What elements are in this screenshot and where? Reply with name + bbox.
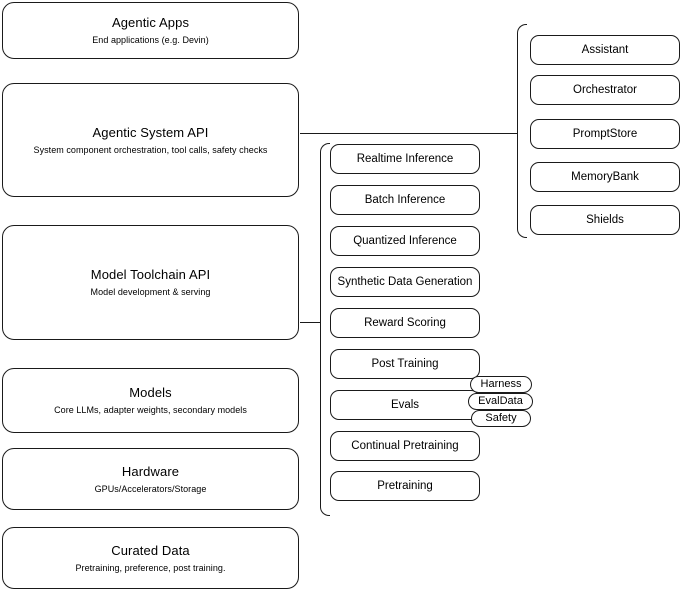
connector-system-api-to-components <box>300 133 518 134</box>
layer-box-agentic-system-api[interactable]: Agentic System API System component orch… <box>2 83 299 197</box>
connector-toolchain-api-to-components <box>300 322 321 323</box>
layer-title: Models <box>129 385 172 400</box>
pill-label: Safety <box>485 412 517 424</box>
toolchain-chip-reward-scoring[interactable]: Reward Scoring <box>330 308 480 338</box>
toolchain-chip-synthetic-data-generation[interactable]: Synthetic Data Generation <box>330 267 480 297</box>
layer-title: Model Toolchain API <box>90 267 211 282</box>
system-chip-shields[interactable]: Shields <box>530 205 680 235</box>
layer-subtitle: System component orchestration, tool cal… <box>33 144 268 155</box>
chip-label: Pretraining <box>377 480 433 492</box>
layer-box-hardware[interactable]: Hardware GPUs/Accelerators/Storage <box>2 448 299 510</box>
layer-subtitle: Model development & serving <box>90 287 211 297</box>
chip-label: Shields <box>586 214 624 226</box>
bracket-system-components <box>517 24 527 238</box>
toolchain-chip-evals[interactable]: Evals <box>330 390 480 420</box>
layer-title: Hardware <box>121 463 180 479</box>
chip-label: Post Training <box>371 358 439 370</box>
chip-label: PromptStore <box>572 128 638 140</box>
system-chip-memorybank[interactable]: MemoryBank <box>530 162 680 192</box>
toolchain-chip-pretraining[interactable]: Pretraining <box>330 471 480 501</box>
layer-box-agentic-apps[interactable]: Agentic Apps End applications (e.g. Devi… <box>2 2 299 59</box>
toolchain-chip-quantized-inference[interactable]: Quantized Inference <box>330 226 480 256</box>
chip-label: Continual Pretraining <box>351 440 459 452</box>
layer-box-curated-data[interactable]: Curated Data Pretraining, preference, po… <box>2 527 299 589</box>
chip-label: Quantized Inference <box>353 235 457 247</box>
layer-title: Curated Data <box>111 542 190 558</box>
layer-title: Agentic Apps <box>111 15 190 30</box>
eval-pill-harness[interactable]: Harness <box>470 376 532 393</box>
eval-pill-safety[interactable]: Safety <box>471 410 531 427</box>
toolchain-chip-continual-pretraining[interactable]: Continual Pretraining <box>330 431 480 461</box>
system-chip-orchestrator[interactable]: Orchestrator <box>530 75 680 105</box>
chip-label: Evals <box>390 399 420 411</box>
chip-label: Assistant <box>581 44 629 56</box>
chip-label: MemoryBank <box>571 171 639 183</box>
toolchain-chip-batch-inference[interactable]: Batch Inference <box>330 185 480 215</box>
layer-subtitle: Core LLMs, adapter weights, secondary mo… <box>54 405 247 415</box>
pill-label: Harness <box>480 378 522 390</box>
system-chip-assistant[interactable]: Assistant <box>530 35 680 65</box>
chip-label: Synthetic Data Generation <box>337 276 473 288</box>
chip-label: Batch Inference <box>364 194 446 206</box>
chip-label: Orchestrator <box>573 84 637 96</box>
pill-label: EvalData <box>478 395 523 407</box>
layer-box-models[interactable]: Models Core LLMs, adapter weights, secon… <box>2 368 299 433</box>
bracket-toolchain-components <box>320 143 330 516</box>
layer-title: Agentic System API <box>92 124 209 140</box>
eval-pill-evaldata[interactable]: EvalData <box>468 393 533 410</box>
layer-subtitle: Pretraining, preference, post training. <box>75 562 226 573</box>
layer-box-model-toolchain-api[interactable]: Model Toolchain API Model development & … <box>2 225 299 340</box>
system-chip-promptstore[interactable]: PromptStore <box>530 119 680 149</box>
toolchain-chip-post-training[interactable]: Post Training <box>330 349 480 379</box>
layer-subtitle: End applications (e.g. Devin) <box>92 35 209 45</box>
chip-label: Realtime Inference <box>356 153 454 165</box>
layer-subtitle: GPUs/Accelerators/Storage <box>94 483 207 494</box>
toolchain-chip-realtime-inference[interactable]: Realtime Inference <box>330 144 480 174</box>
chip-label: Reward Scoring <box>364 317 446 329</box>
